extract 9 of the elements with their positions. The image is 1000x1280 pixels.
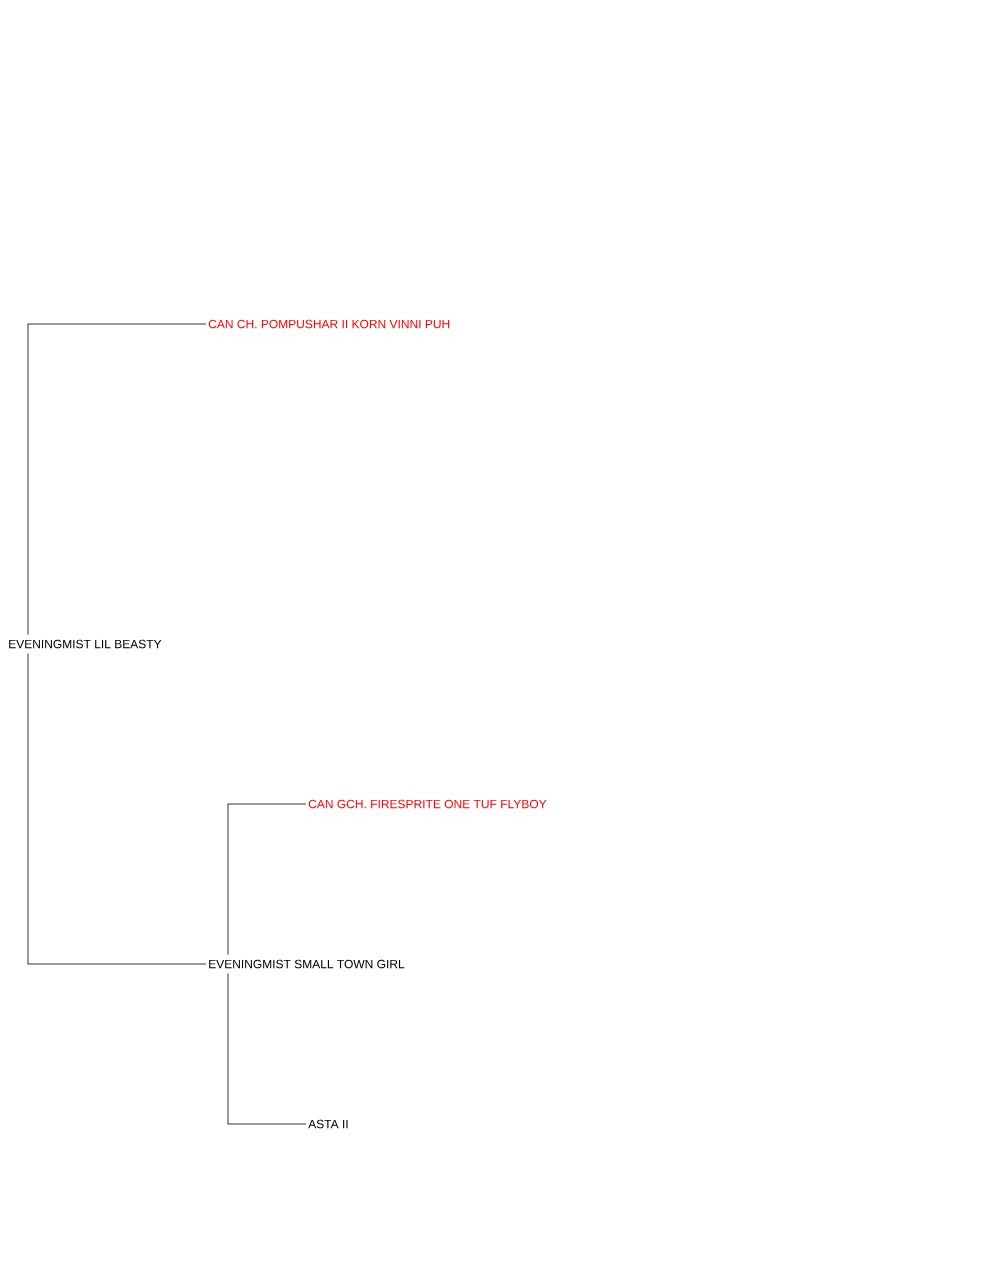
name-label: CAN GCH. FIRESPRITE ONE TUF FLYBOY [308, 799, 547, 809]
connector-line [27, 653, 207, 965]
name-label: ASTA II [308, 1119, 348, 1129]
connector-line [27, 323, 207, 635]
connector-line [227, 803, 307, 955]
name-label: EVENINGMIST SMALL TOWN GIRL [209, 959, 405, 969]
connector-line [227, 973, 307, 1125]
name-label: EVENINGMIST LIL BEASTY [9, 639, 162, 649]
name-label: CAN CH. POMPUSHAR II KORN VINNI PUH [208, 319, 450, 329]
